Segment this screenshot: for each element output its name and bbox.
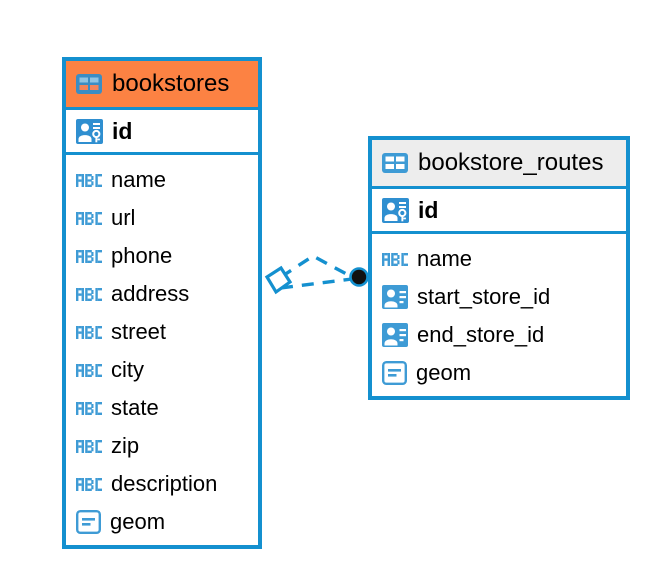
entity-title: bookstores xyxy=(112,70,230,97)
primary-key-label: id xyxy=(112,117,133,144)
attribute-row-start-store-id[interactable]: start_store_id xyxy=(372,278,626,316)
entity-title: bookstore_routes xyxy=(418,149,604,176)
primary-key-icon xyxy=(76,118,103,145)
text-abc-icon xyxy=(76,325,102,340)
text-abc-icon xyxy=(76,477,102,492)
geometry-icon xyxy=(382,361,408,386)
text-abc-icon xyxy=(76,249,102,264)
attribute-list: name start_store_id xyxy=(372,234,626,400)
entity-table-bookstore-routes[interactable]: bookstore_routes id xyxy=(368,136,630,400)
attribute-row-end-store-id[interactable]: end_store_id xyxy=(372,316,626,354)
attribute-row-state[interactable]: state xyxy=(66,389,258,427)
text-abc-icon xyxy=(76,211,102,226)
relationship-target-dot xyxy=(349,267,369,287)
primary-key-icon xyxy=(382,197,409,224)
attribute-label: description xyxy=(111,471,218,496)
attribute-label: state xyxy=(111,395,159,420)
attribute-label: start_store_id xyxy=(417,284,551,309)
attribute-row-url[interactable]: url xyxy=(66,199,258,237)
text-abc-icon xyxy=(76,287,102,302)
attribute-list: name url xyxy=(66,155,258,549)
attribute-row-address[interactable]: address xyxy=(66,275,258,313)
text-abc-icon xyxy=(76,363,102,378)
table-icon xyxy=(382,153,408,173)
foreign-key-icon xyxy=(382,323,408,347)
attribute-row-zip[interactable]: zip xyxy=(66,427,258,465)
attribute-label: name xyxy=(111,167,167,192)
attribute-label: city xyxy=(111,357,144,382)
attribute-label: url xyxy=(111,205,136,230)
relationship-line-lower xyxy=(280,277,353,290)
text-abc-icon xyxy=(76,439,102,454)
foreign-key-icon xyxy=(382,285,408,309)
relationship-line-upper xyxy=(280,254,353,279)
primary-key-row[interactable]: id xyxy=(372,186,626,234)
table-icon xyxy=(76,74,102,94)
entity-table-bookstores[interactable]: bookstores id xyxy=(62,57,262,549)
attribute-row-geom[interactable]: geom xyxy=(372,354,626,392)
primary-key-label: id xyxy=(418,196,439,223)
text-abc-icon xyxy=(382,252,408,267)
attribute-row-city[interactable]: city xyxy=(66,351,258,389)
attribute-row-name[interactable]: name xyxy=(66,161,258,199)
attribute-row-name[interactable]: name xyxy=(372,240,626,278)
entity-header-bookstore-routes[interactable]: bookstore_routes xyxy=(372,140,626,186)
attribute-label: street xyxy=(111,319,167,344)
attribute-label: geom xyxy=(416,360,472,385)
attribute-row-description[interactable]: description xyxy=(66,465,258,503)
attribute-label: phone xyxy=(111,243,173,268)
text-abc-icon xyxy=(76,401,102,416)
geometry-icon xyxy=(76,510,102,535)
text-abc-icon xyxy=(76,173,102,188)
attribute-row-geom[interactable]: geom xyxy=(66,503,258,541)
attribute-label: geom xyxy=(110,509,166,534)
entity-header-bookstores[interactable]: bookstores xyxy=(66,61,258,107)
attribute-label: zip xyxy=(111,433,140,458)
attribute-row-street[interactable]: street xyxy=(66,313,258,351)
attribute-label: name xyxy=(417,246,473,271)
primary-key-row[interactable]: id xyxy=(66,107,258,155)
attribute-label: end_store_id xyxy=(417,322,545,347)
attribute-label: address xyxy=(111,281,190,306)
relationship-source-diamond xyxy=(264,265,293,295)
attribute-row-phone[interactable]: phone xyxy=(66,237,258,275)
